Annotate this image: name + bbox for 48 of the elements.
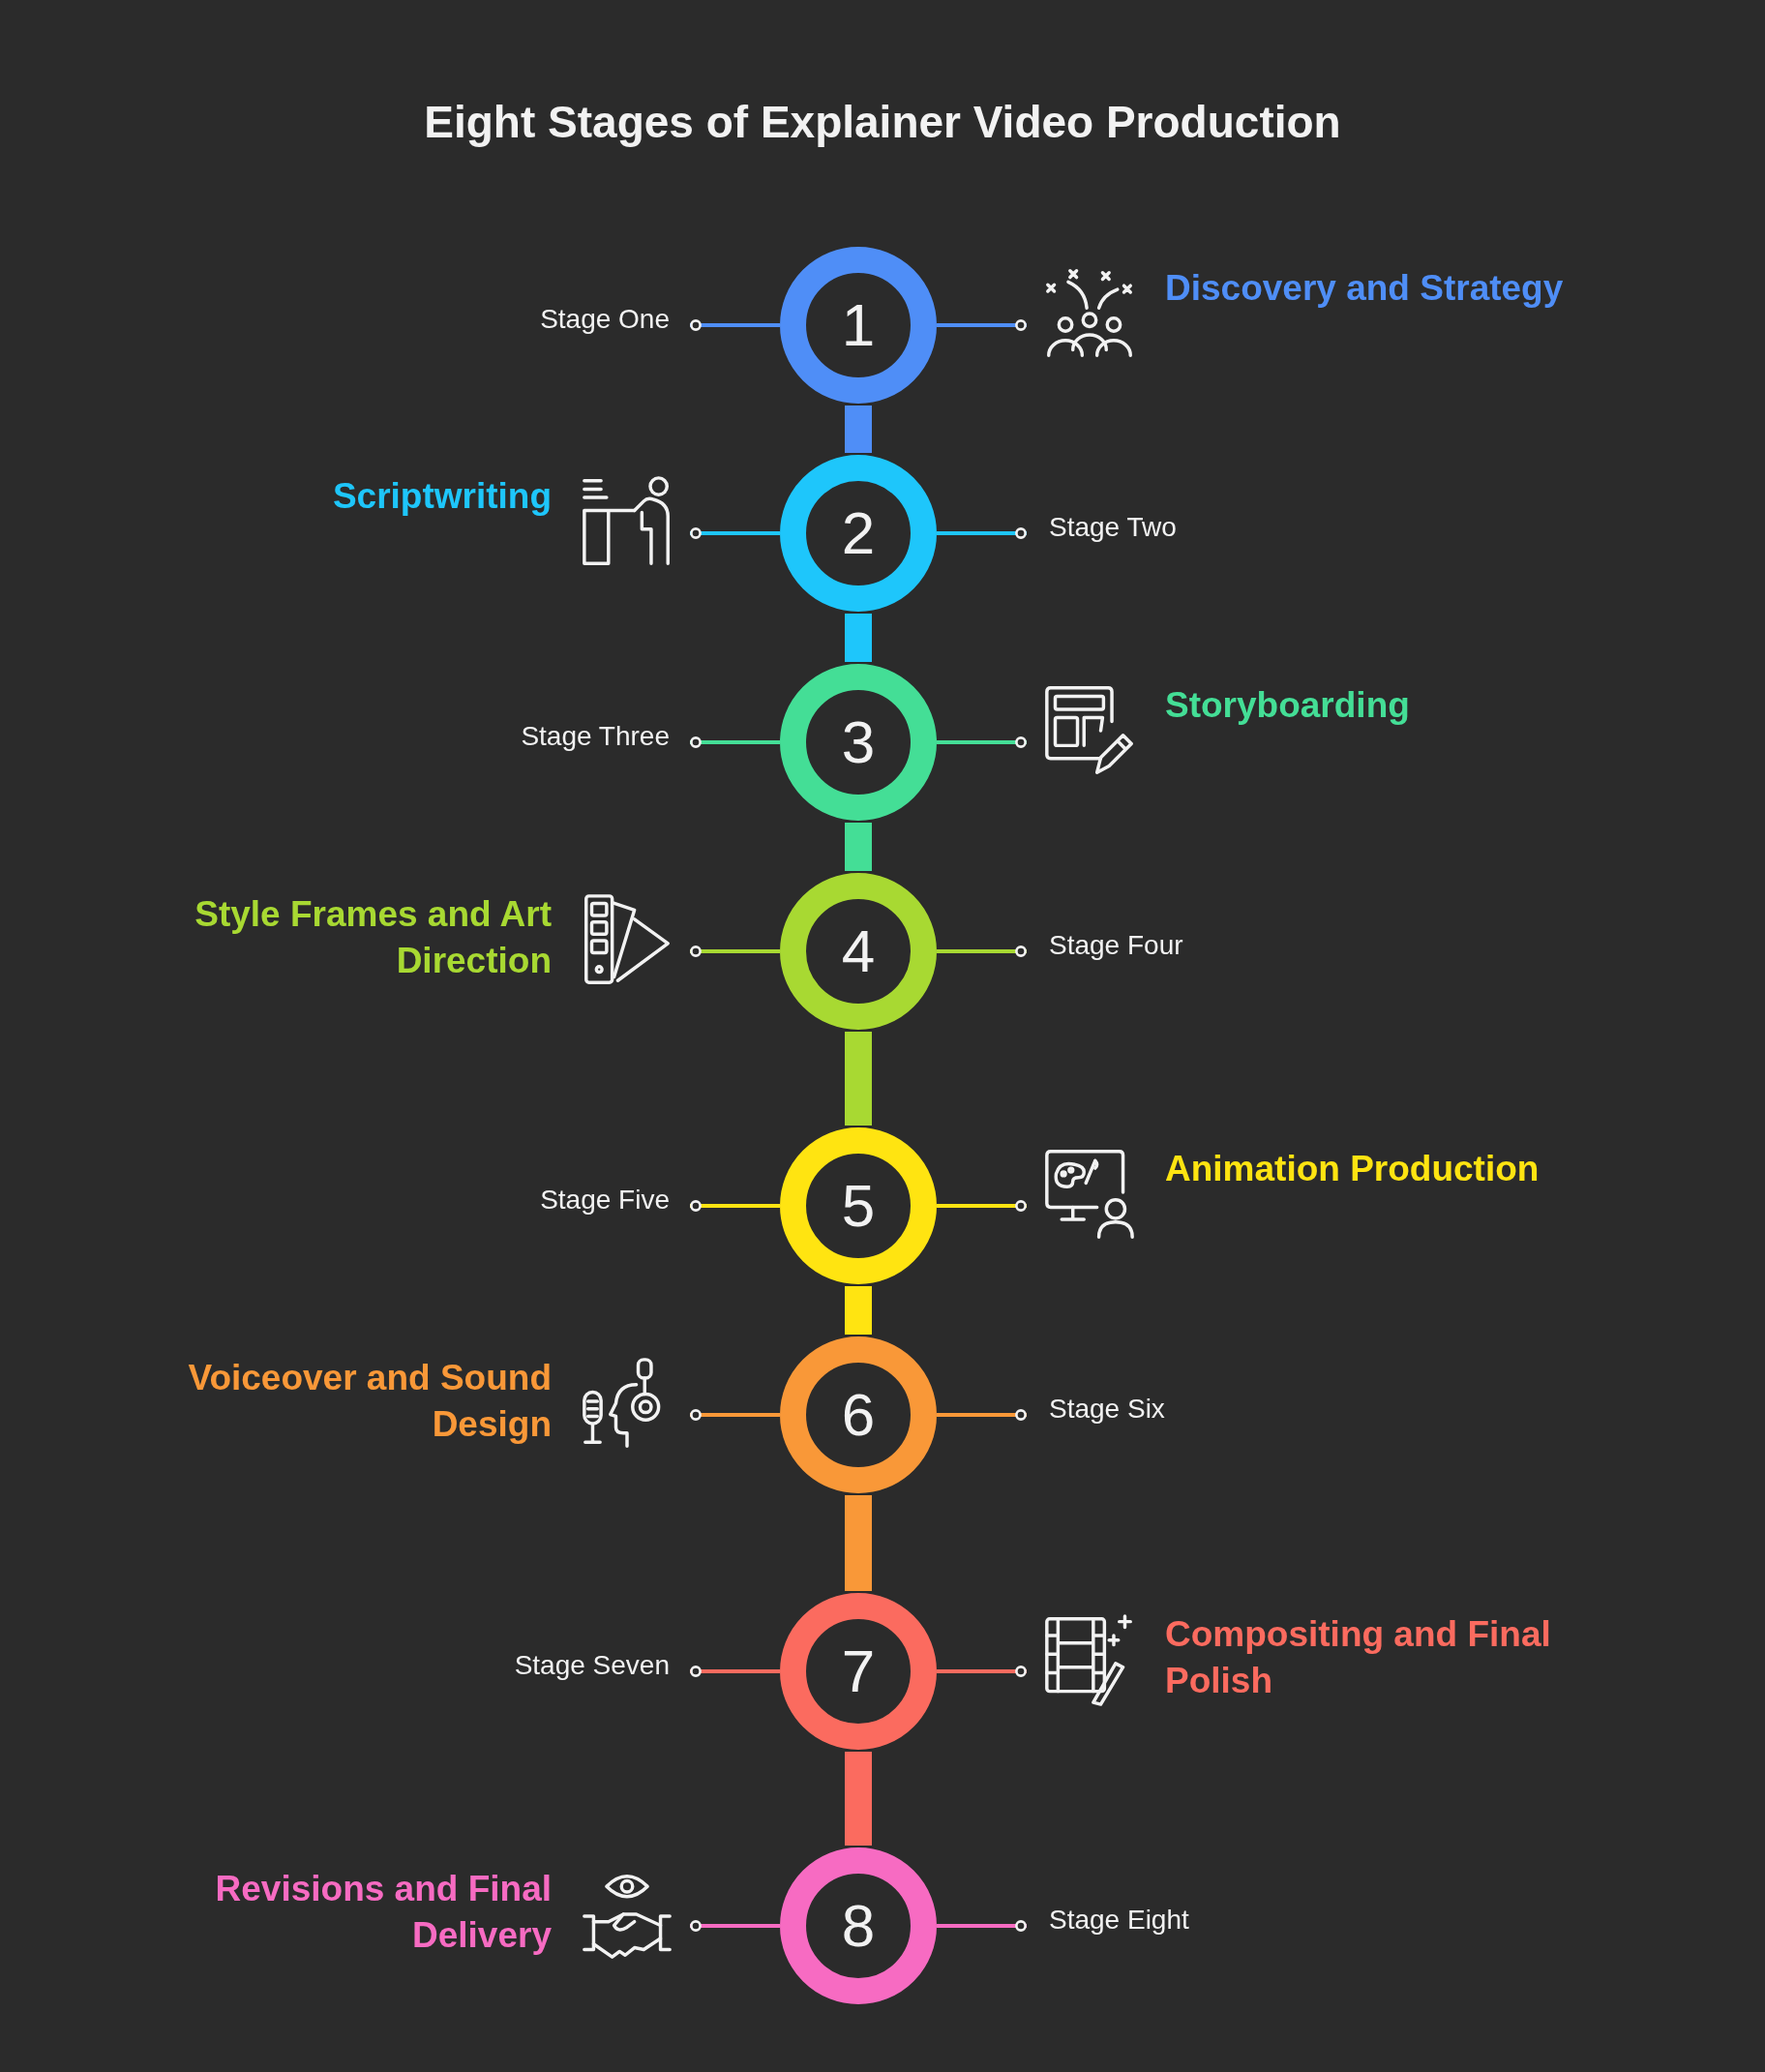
timeline-bar — [845, 823, 872, 871]
stage-label: Stage Three — [521, 720, 670, 753]
stage-heading: Revisions and Final Delivery — [215, 1869, 552, 1955]
connector-line — [690, 1666, 780, 1677]
stage-number: 2 — [841, 503, 876, 563]
timeline-bar — [845, 1286, 872, 1335]
timeline-bar — [845, 1032, 872, 1126]
connector-line — [690, 1920, 780, 1932]
stage-label: Stage One — [540, 303, 670, 336]
stage-label: Stage Two — [1049, 511, 1177, 544]
stage-heading: Style Frames and Art Direction — [194, 894, 552, 980]
timeline-bar — [845, 1495, 872, 1591]
connector-line — [690, 946, 780, 957]
stage-heading: Scriptwriting — [332, 476, 552, 516]
stage-heading: Compositing and Final Polish — [1165, 1614, 1551, 1700]
stage-label: Stage Eight — [1049, 1904, 1189, 1937]
connector-line — [690, 1200, 780, 1212]
connector-line — [937, 1920, 1027, 1932]
connector-line — [937, 1200, 1027, 1212]
stage-label: Stage Four — [1049, 929, 1183, 962]
connector-line — [937, 319, 1027, 331]
connector-line — [937, 527, 1027, 539]
stage-label: Stage Seven — [514, 1649, 670, 1682]
timeline-bar — [845, 1752, 872, 1846]
connector-line — [690, 527, 780, 539]
timeline-bar — [845, 614, 872, 662]
connector-line — [937, 1409, 1027, 1421]
stage-heading: Discovery and Strategy — [1165, 268, 1564, 308]
stage-number: 5 — [841, 1176, 876, 1236]
connector-line — [690, 1409, 780, 1421]
stage-number: 1 — [841, 295, 876, 355]
connector-line — [937, 1666, 1027, 1677]
stage-heading: Storyboarding — [1165, 685, 1410, 725]
stage-number: 7 — [841, 1641, 876, 1701]
connector-line — [937, 946, 1027, 957]
stage-number: 8 — [841, 1896, 876, 1956]
timeline-bar — [845, 405, 872, 453]
connector-line — [690, 319, 780, 331]
stage-label: Stage Five — [540, 1184, 670, 1216]
connector-line — [690, 736, 780, 748]
stage-heading: Voiceover and Sound Design — [188, 1358, 552, 1444]
stage-label: Stage Six — [1049, 1393, 1165, 1426]
stage-number: 3 — [841, 712, 876, 772]
diagram-title: Eight Stages of Explainer Video Production — [424, 97, 1341, 147]
stage-heading: Animation Production — [1165, 1149, 1540, 1188]
connector-line — [937, 736, 1027, 748]
stage-number: 6 — [841, 1385, 876, 1445]
stage-number: 4 — [841, 921, 876, 981]
